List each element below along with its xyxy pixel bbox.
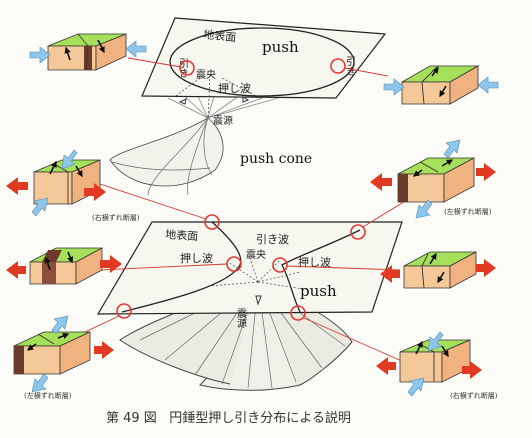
fault-block-middle-left: [6, 247, 122, 285]
bottom-surface-label: 地表面: [165, 227, 199, 243]
bottom-pull-wave-label: 引き波: [256, 232, 289, 246]
fault-block-lower-right: (右横ずれ断層): [376, 331, 498, 400]
top-pull-right-label: 引き: [344, 56, 356, 76]
top-cone-label: push cone: [240, 151, 312, 167]
fault-label-upper-right: (左横ずれ断層): [444, 207, 492, 216]
fault-label-lower-right: (右横ずれ断層): [450, 391, 498, 400]
bottom-circle-top-right: [350, 224, 366, 240]
top-surface-plane: [141, 17, 387, 99]
top-cone: [109, 89, 286, 196]
bottom-circle-low-right: [290, 305, 306, 321]
top-surface-label: 地表面: [203, 27, 237, 44]
fault-block-middle-right: [380, 251, 496, 289]
top-push-label: push: [262, 38, 299, 56]
bottom-push-wave-right-label: 押し波: [298, 255, 331, 269]
top-pull-left-label: 引き: [177, 58, 189, 78]
fault-block-upper-right: (左横ずれ断層): [370, 139, 496, 219]
top-push-wave-label: 押し波: [218, 81, 251, 95]
bottom-circle-mid-right: [272, 257, 288, 273]
top-diagram: 地表面 push 引き 引き 震央 押し波 震源 push cone: [109, 17, 389, 196]
bottom-circle-top-left: [204, 214, 220, 230]
top-epicenter-label: 震央: [196, 68, 216, 81]
top-push-ellipse: [169, 27, 355, 97]
top-right-circle: [330, 58, 346, 74]
bottom-circle-low-left: [116, 303, 132, 319]
bottom-diagram: 地表面 押し波 引き波 震央 押し波 push 震源: [67, 183, 416, 391]
fault-label-upper-left: (右横ずれ断層): [92, 213, 140, 222]
bottom-push-label: push: [300, 282, 337, 300]
top-left-circle: [179, 60, 195, 76]
figure-caption: 第 49 図 円錘型押し引き分布による説明: [106, 410, 351, 426]
fault-block-top-left: [29, 33, 147, 71]
fault-block-upper-left: (右横ずれ断層): [6, 149, 140, 222]
bottom-push-wave-left-label: 押し波: [180, 251, 213, 265]
bottom-hypocenter-label: 震源: [235, 308, 247, 329]
fault-label-lower-left: (左横ずれ断層): [24, 391, 72, 400]
fault-block-top-right: [383, 65, 499, 105]
top-hypocenter-label: 震源: [213, 114, 233, 127]
fault-block-lower-left: (左横ずれ断層): [13, 315, 114, 400]
bottom-epicenter-label: 震央: [246, 248, 266, 261]
